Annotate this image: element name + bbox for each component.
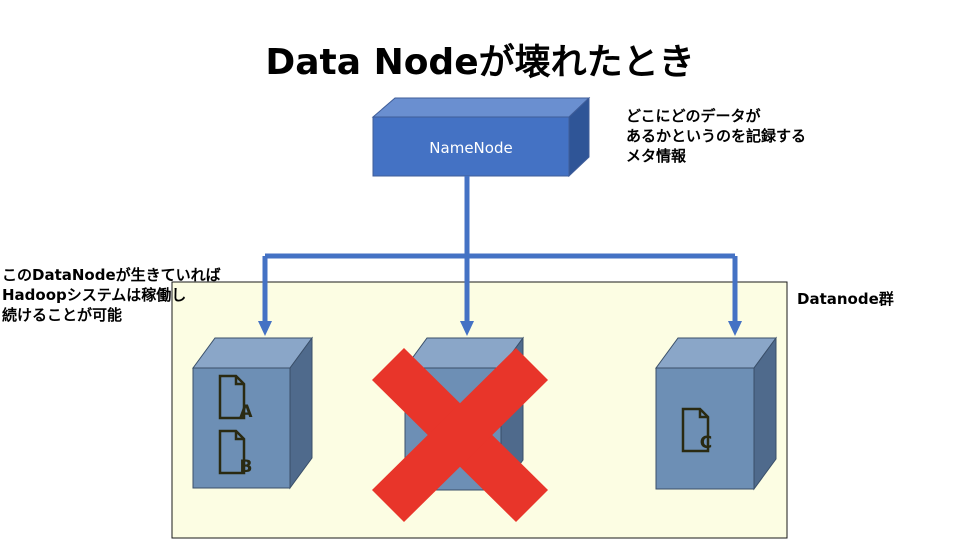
namenode-note-line: どこにどのデータが <box>626 107 761 125</box>
file-icon-b <box>218 429 246 475</box>
datanode-3 <box>655 336 777 491</box>
failure-x-icon <box>372 348 548 522</box>
file-icon-a <box>218 374 246 420</box>
namenode-box <box>371 96 591 178</box>
connector-lines <box>262 176 738 323</box>
namenode-note: どこにどのデータが あるかというのを記録する メタ情報 <box>626 106 806 166</box>
namenode-label: NameNode <box>429 139 513 157</box>
namenode-note-line: メタ情報 <box>626 147 687 165</box>
datanode-cluster-label: Datanode群 <box>797 290 894 308</box>
cluster-note-line: 続けることが可能 <box>2 306 123 324</box>
file-icon-c <box>681 407 710 453</box>
namenode-note-line: あるかというのを記録する <box>626 127 807 145</box>
arrow-to-datanode-3 <box>728 321 742 336</box>
connector-arrowheads <box>258 321 742 336</box>
file-label-c: C <box>700 433 712 453</box>
file-label-b: B <box>240 457 253 477</box>
cluster-note-line: Hadoopシステムは稼働し <box>2 286 187 304</box>
slide-title: Data Nodeが壊れたとき <box>265 42 695 83</box>
datanode-1 <box>192 336 313 490</box>
cluster-note-line: このDataNodeが生きていれば <box>2 266 221 284</box>
datanode-cluster-note: このDataNodeが生きていれば Hadoopシステムは稼働し 続けることが可… <box>2 265 221 325</box>
arrow-to-datanode-1 <box>258 321 272 336</box>
file-label-a: A <box>239 402 253 422</box>
arrow-to-datanode-2 <box>460 321 474 336</box>
